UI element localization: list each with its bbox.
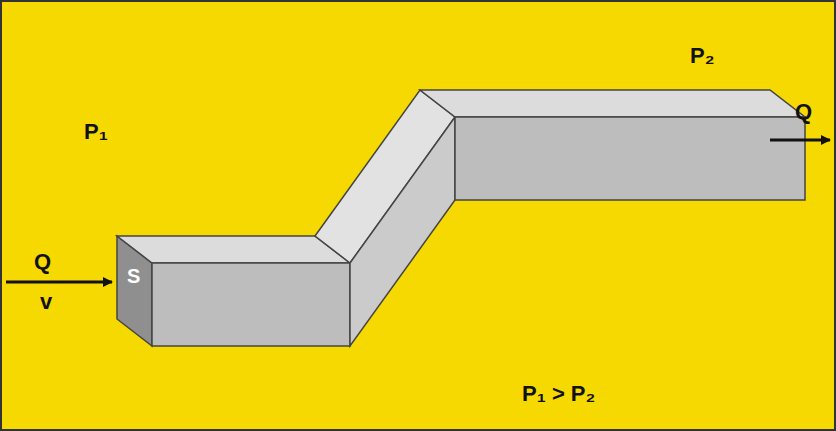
pressure-label: P₁ [84, 120, 108, 144]
duct-front [152, 263, 350, 346]
section-label: S [127, 265, 140, 287]
flow-arrow [6, 281, 112, 284]
pressure-label: P₂ [690, 44, 714, 68]
duct-top [420, 90, 805, 117]
duct-front [350, 117, 455, 346]
velocity-label: v [40, 290, 52, 314]
flow-arrow [770, 139, 830, 142]
pressure-relation: P₁ > P₂ [522, 382, 595, 406]
duct-top [117, 236, 350, 263]
duct-front [455, 117, 805, 200]
flow-label: Q [34, 250, 51, 274]
flow-label: Q [795, 100, 812, 124]
